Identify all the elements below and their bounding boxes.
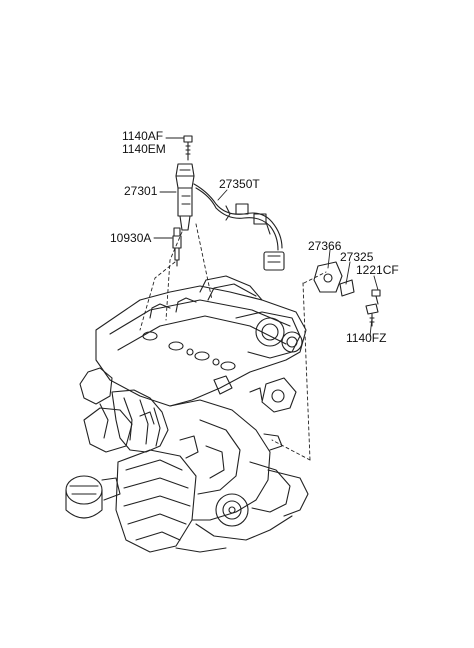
label-27350t: 27350T xyxy=(219,177,260,191)
spark-plug[interactable] xyxy=(172,227,182,267)
label-1140em: 1140EM xyxy=(122,142,166,156)
wiring-harness[interactable] xyxy=(193,183,285,271)
label-1140fz: 1140FZ xyxy=(346,331,387,345)
label-1140af: 1140AF xyxy=(122,129,164,143)
dashed-leaders xyxy=(139,223,327,461)
label-27301: 27301 xyxy=(124,184,158,198)
bracket-clip[interactable] xyxy=(339,279,355,297)
bolt-1140fz[interactable] xyxy=(365,303,379,327)
ignition-coil[interactable] xyxy=(175,163,195,231)
coil-bolt[interactable] xyxy=(183,135,193,161)
label-27366: 27366 xyxy=(308,239,342,253)
engine-assembly xyxy=(65,275,309,553)
label-10930a: 10930A xyxy=(110,231,152,245)
label-1221cf: 1221CF xyxy=(356,263,399,277)
bolt-1221cf[interactable] xyxy=(371,289,381,305)
leader-lines xyxy=(153,137,379,337)
label-27325: 27325 xyxy=(340,250,374,264)
coil-bracket[interactable] xyxy=(313,261,343,293)
